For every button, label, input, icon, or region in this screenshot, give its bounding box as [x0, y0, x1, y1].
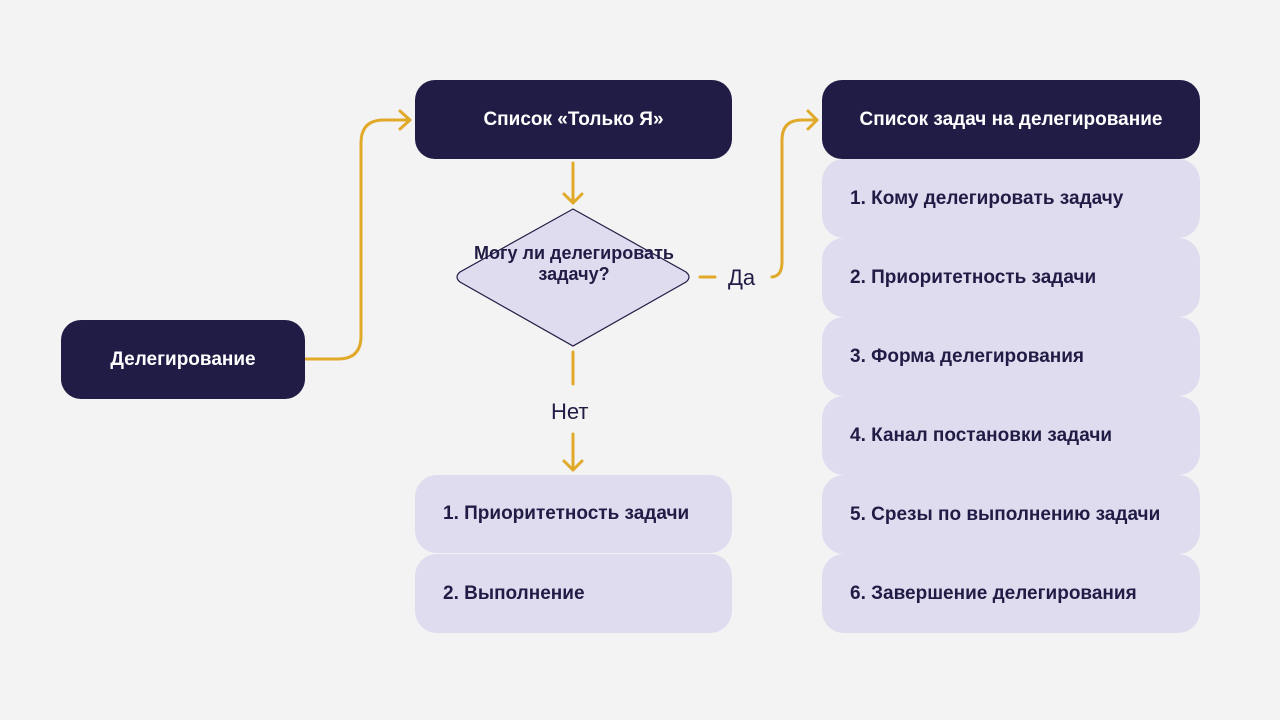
delegation-list-title: Список задач на делегирование	[859, 108, 1163, 130]
delegation-step-3: 3. Форма делегирования	[822, 317, 1200, 396]
only-me-list-label: Список «Только Я»	[483, 108, 664, 130]
yes-label: Да	[728, 265, 756, 290]
arrowhead-icon	[398, 109, 412, 131]
delegation-step-5: 5. Срезы по выполнению задачи	[822, 475, 1200, 554]
delegation-step-1: 1. Кому делегировать задачу	[822, 159, 1200, 238]
delegation-step-label: 2. Приоритетность задачи	[850, 266, 1097, 288]
delegation-step-label: 6. Завершение делегирования	[850, 582, 1137, 604]
delegation-list-title-node: Список задач на делегирование	[822, 80, 1200, 159]
no-label: Нет	[551, 399, 589, 424]
arrowhead-icon	[806, 109, 819, 131]
no-step-label: 2. Выполнение	[443, 582, 585, 604]
start-node-label: Делегирование	[110, 348, 256, 370]
no-step-1: 1. Приоритетность задачи	[415, 475, 732, 553]
decision-label: Могу ли делегировать задачу?	[474, 243, 674, 284]
no-step-2: 2. Выполнение	[415, 554, 732, 633]
connector-start-to-list	[304, 118, 412, 361]
arrowhead-icon	[562, 459, 584, 472]
only-me-list-node: Список «Только Я»	[415, 80, 732, 159]
delegation-step-label: 4. Канал постановки задачи	[850, 424, 1113, 446]
delegation-step-6: 6. Завершение делегирования	[822, 554, 1200, 633]
start-node: Делегирование	[61, 320, 305, 399]
delegation-step-label: 5. Срезы по выполнению задачи	[850, 503, 1161, 525]
no-step-label: 1. Приоритетность задачи	[443, 503, 690, 524]
connector-yes-to-delegation-list	[770, 118, 819, 279]
arrowhead-icon	[562, 192, 584, 205]
delegation-step-4: 4. Канал постановки задачи	[822, 396, 1200, 475]
decision-diamond	[456, 208, 690, 347]
delegation-step-label: 1. Кому делегировать задачу	[850, 187, 1124, 209]
delegation-step-label: 3. Форма делегирования	[850, 345, 1085, 367]
delegation-step-2: 2. Приоритетность задачи	[822, 238, 1200, 317]
